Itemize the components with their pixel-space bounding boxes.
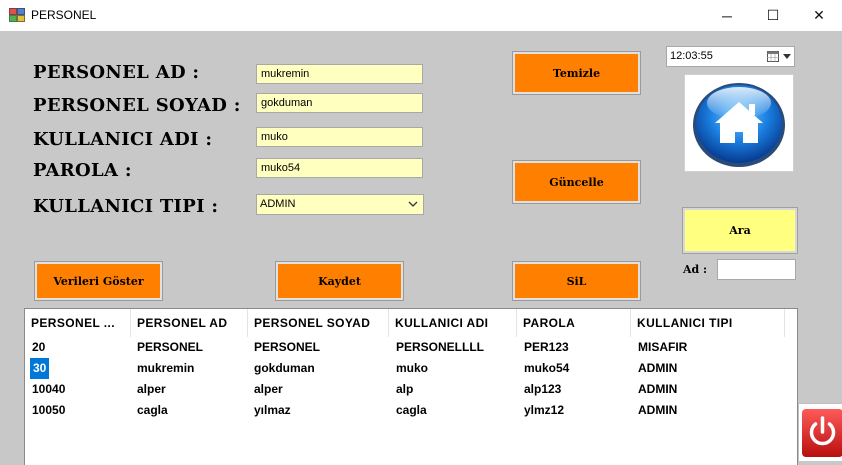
caret-down-icon[interactable]	[783, 54, 791, 59]
table-row[interactable]: 10040 alper alper alp alp123 ADMIN	[25, 379, 797, 400]
cell-personel-ad[interactable]: PERSONEL	[137, 340, 204, 354]
home-button[interactable]	[684, 74, 794, 172]
temizle-button[interactable]: Temizle	[512, 51, 641, 95]
column-header-kullanici-tipi[interactable]: KULLANICI TIPI	[631, 309, 785, 337]
calendar-icon[interactable]	[767, 51, 779, 62]
kullanici-adi-input[interactable]: muko	[256, 127, 423, 147]
table-row[interactable]: 10050 cagla yılmaz cagla ylmz12 ADMIN	[25, 400, 797, 421]
label-personel-ad: PERSONEL AD :	[33, 62, 200, 83]
title-bar: PERSONEL ─ ☐ ✕	[0, 0, 842, 31]
personel-soyad-input[interactable]: gokduman	[256, 93, 423, 113]
column-header-personel-ad[interactable]: PERSONEL AD	[131, 309, 248, 337]
cell-personel-ad[interactable]: alper	[137, 382, 166, 396]
column-header-parola[interactable]: PAROLA	[517, 309, 631, 337]
cell-personel-id[interactable]: 20	[32, 340, 46, 354]
cell-kullanici-adi[interactable]: muko	[396, 361, 429, 375]
column-header-personel-id[interactable]: PERSONEL ...	[25, 309, 131, 337]
cell-kullanici-adi[interactable]: alp	[396, 382, 414, 396]
window-title: PERSONEL	[31, 8, 97, 22]
label-personel-soyad: PERSONEL SOYAD :	[33, 95, 241, 116]
cell-personel-soyad[interactable]: alper	[254, 382, 283, 396]
cell-personel-id-selected[interactable]: 30	[30, 358, 50, 379]
ad-search-label: Ad :	[683, 263, 708, 276]
cell-kullanici-tipi[interactable]: MISAFIR	[638, 340, 688, 354]
cell-personel-soyad[interactable]: yılmaz	[254, 403, 291, 417]
cell-personel-ad[interactable]: mukremin	[137, 361, 195, 375]
time-value: 12:03:55	[670, 50, 713, 62]
cell-kullanici-tipi[interactable]: ADMIN	[638, 382, 678, 396]
cell-parola[interactable]: alp123	[524, 382, 562, 396]
ara-button[interactable]: Ara	[682, 207, 798, 254]
label-kullanici-adi: KULLANICI ADI :	[33, 129, 213, 150]
cell-personel-soyad[interactable]: PERSONEL	[254, 340, 321, 354]
ad-search-input[interactable]	[717, 259, 796, 280]
column-header-personel-soyad[interactable]: PERSONEL SOYAD	[248, 309, 389, 337]
cell-personel-id[interactable]: 10040	[32, 382, 66, 396]
sil-button[interactable]: SiL	[512, 261, 641, 301]
power-icon	[802, 409, 842, 457]
label-kullanici-tipi: KULLANICI TIPI :	[33, 196, 219, 217]
table-row[interactable]: 20 PERSONEL PERSONEL PERSONELLLL PER123 …	[25, 337, 797, 358]
label-parola: PAROLA :	[33, 160, 132, 181]
chevron-down-icon	[408, 201, 418, 207]
form-window-icon	[9, 8, 25, 22]
cell-personel-soyad[interactable]: gokduman	[254, 361, 315, 375]
guncelle-button[interactable]: Güncelle	[512, 160, 641, 204]
personel-ad-input[interactable]: mukremin	[256, 64, 423, 84]
parola-input[interactable]: muko54	[256, 158, 423, 178]
cell-kullanici-adi[interactable]: PERSONELLLL	[396, 340, 485, 354]
maximize-button[interactable]: ☐	[766, 7, 780, 23]
close-button[interactable]: ✕	[813, 7, 825, 23]
grid-header: PERSONEL ... PERSONEL AD PERSONEL SOYAD …	[25, 309, 797, 337]
table-row-selected[interactable]: 30 mukremin gokduman muko muko54 ADMIN	[25, 358, 797, 379]
kaydet-button[interactable]: Kaydet	[275, 261, 404, 301]
cell-personel-id[interactable]: 10050	[32, 403, 66, 417]
cell-kullanici-tipi[interactable]: ADMIN	[638, 361, 678, 375]
column-header-kullanici-adi[interactable]: KULLANICI ADI	[389, 309, 517, 337]
cell-kullanici-adi[interactable]: cagla	[396, 403, 427, 417]
home-icon	[693, 83, 785, 167]
minimize-button[interactable]: ─	[722, 7, 732, 24]
cell-parola[interactable]: ylmz12	[524, 403, 565, 417]
cell-kullanici-tipi[interactable]: ADMIN	[638, 403, 678, 417]
cell-parola[interactable]: muko54	[524, 361, 570, 375]
cell-personel-ad[interactable]: cagla	[137, 403, 168, 417]
verileri-goster-button[interactable]: Verileri Göster	[34, 261, 163, 301]
power-button[interactable]	[798, 403, 842, 461]
time-picker[interactable]: 12:03:55	[666, 46, 795, 67]
cell-parola[interactable]: PER123	[524, 340, 569, 354]
personel-grid[interactable]: PERSONEL ... PERSONEL AD PERSONEL SOYAD …	[24, 308, 798, 465]
kullanici-tipi-select[interactable]: ADMIN	[256, 194, 424, 215]
kullanici-tipi-value: ADMIN	[260, 198, 296, 210]
